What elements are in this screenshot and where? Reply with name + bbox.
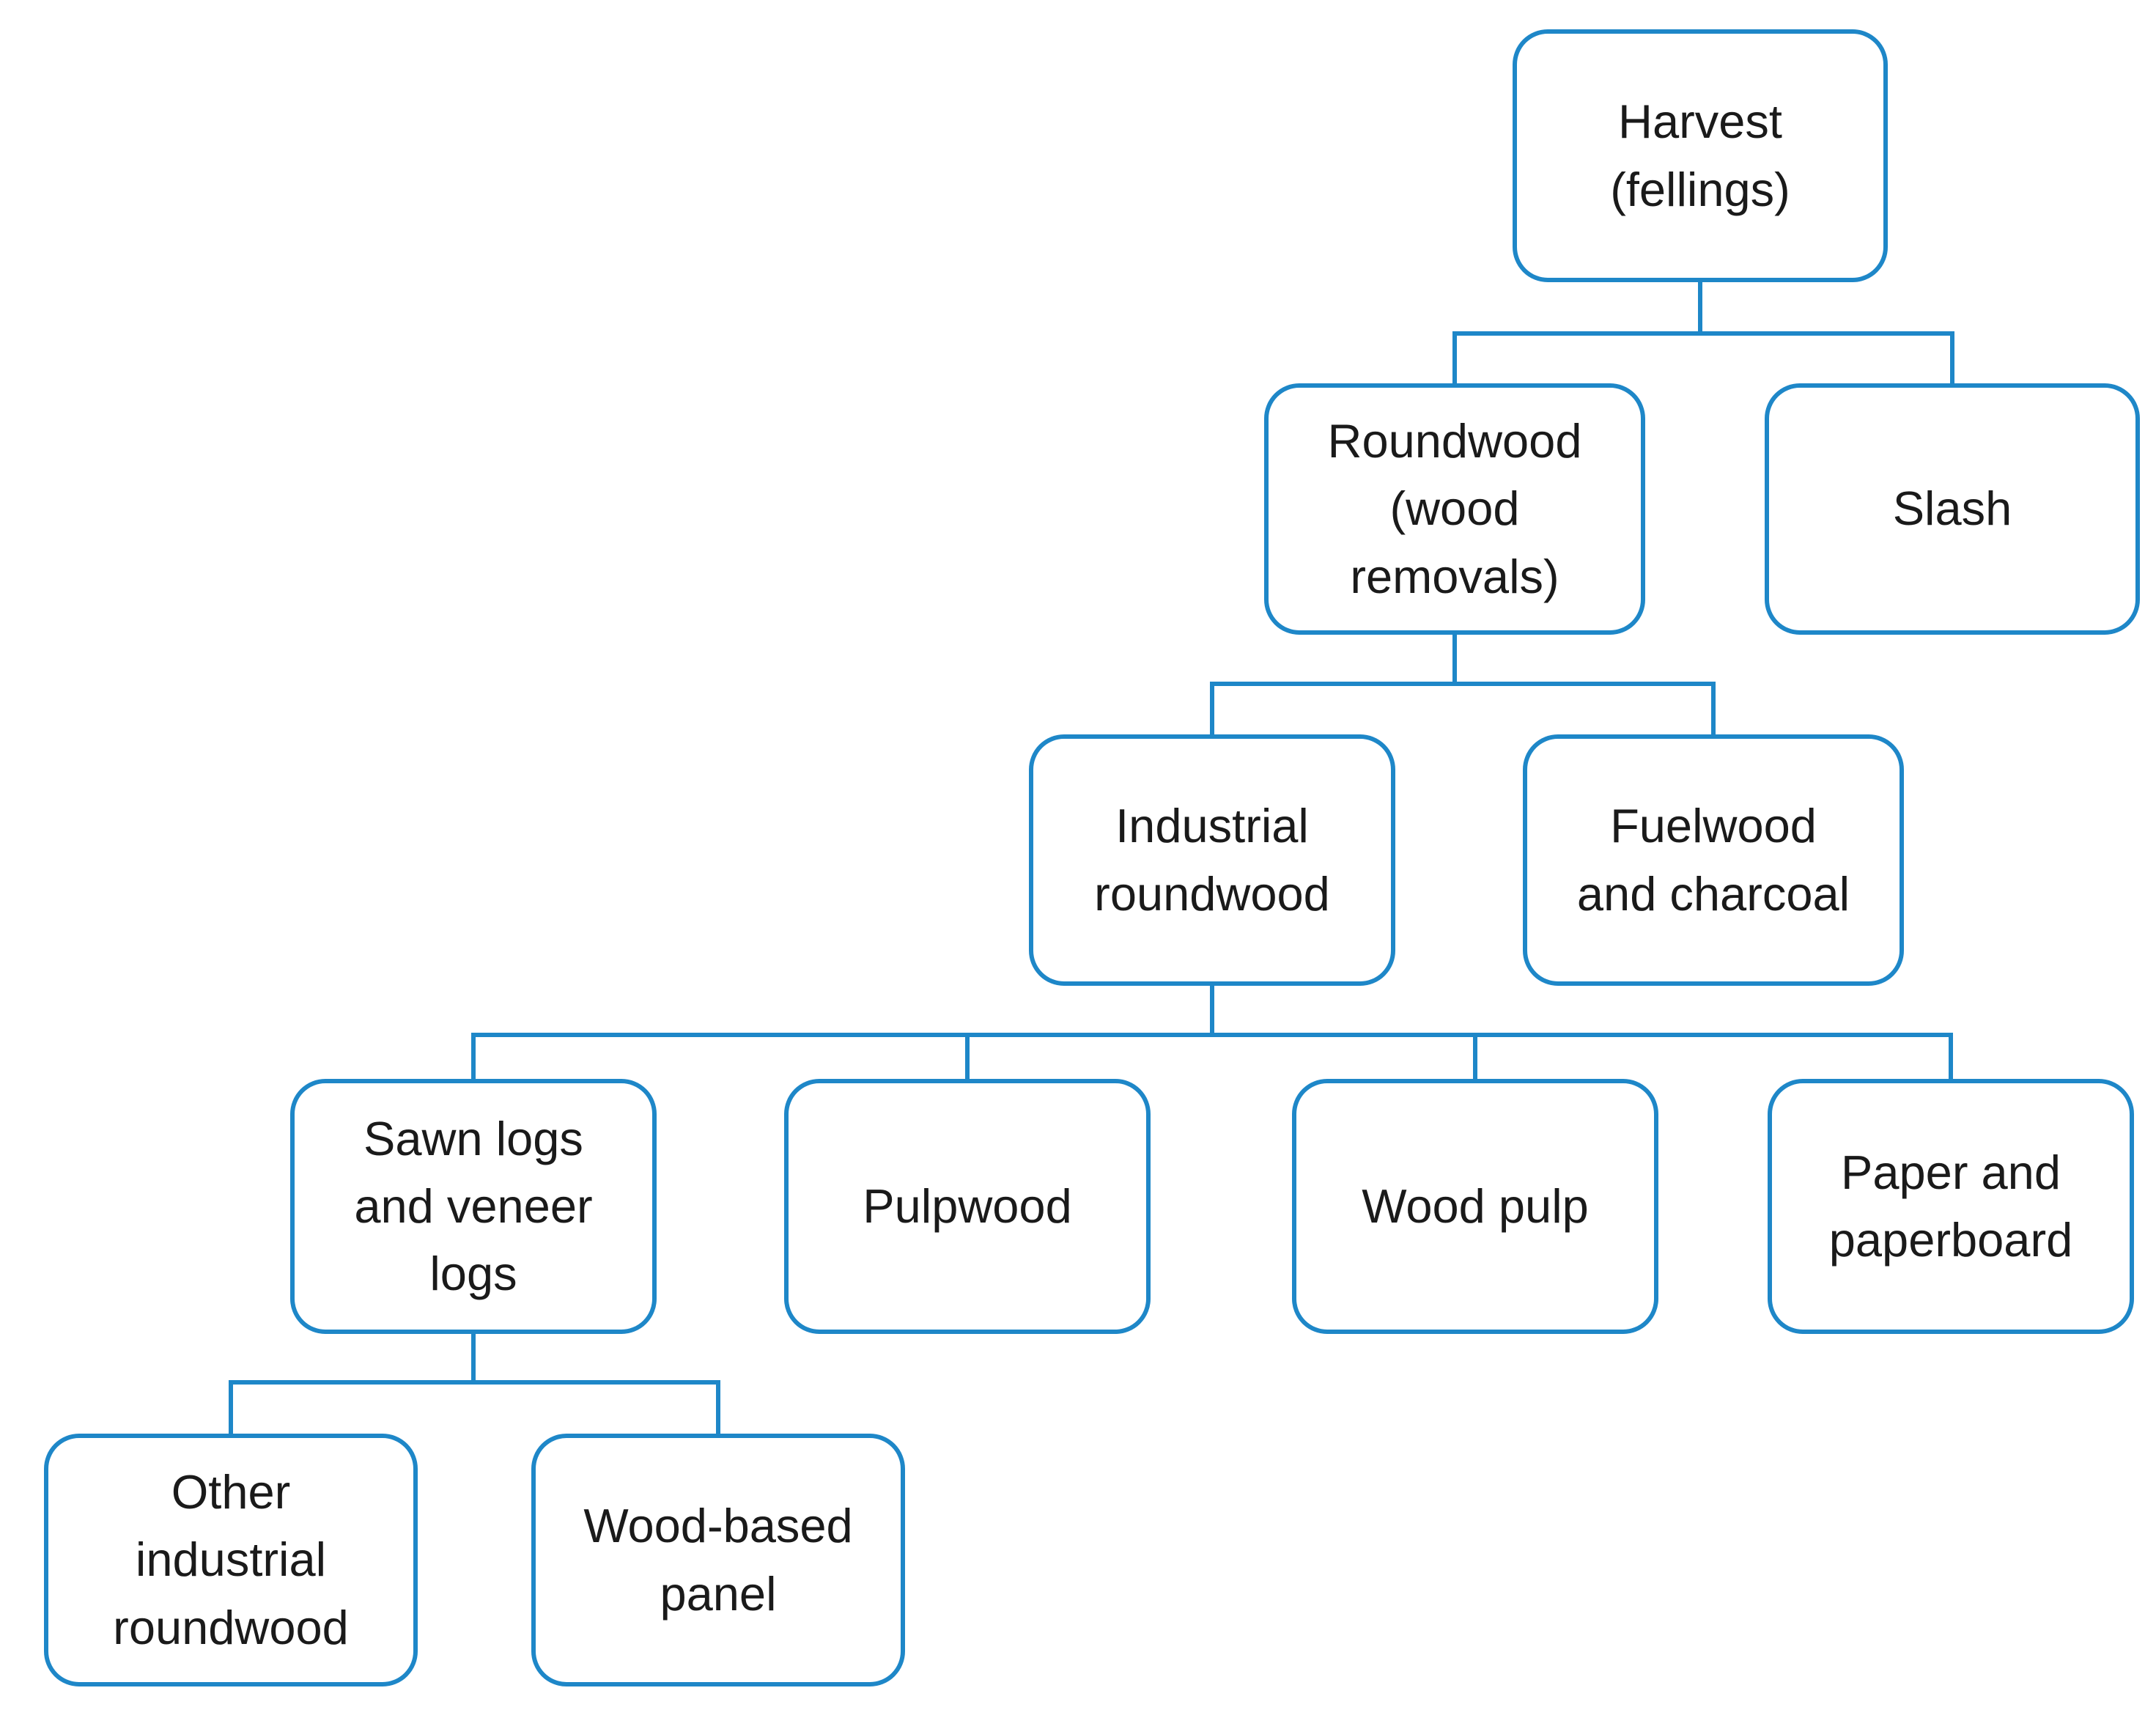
node-fuelwood-charcoal-label: Fuelwood and charcoal xyxy=(1576,799,1850,921)
node-slash-label: Slash xyxy=(1892,482,2012,536)
node-roundwood: Roundwood (wood removals) xyxy=(1264,383,1645,635)
node-fuelwood-charcoal: Fuelwood and charcoal xyxy=(1523,734,1904,986)
node-harvest-label: Harvest (fellings) xyxy=(1610,95,1790,216)
node-paper-paperboard-label: Paper and paperboard xyxy=(1828,1145,2073,1267)
edge-industrial-children xyxy=(471,1033,1953,1079)
node-pulpwood-label: Pulpwood xyxy=(863,1179,1072,1233)
node-industrial-roundwood-label: Industrial roundwood xyxy=(1094,799,1330,921)
node-pulpwood: Pulpwood xyxy=(784,1079,1151,1334)
node-wood-based-panel: Wood-based panel xyxy=(531,1434,905,1686)
node-wood-pulp: Wood pulp xyxy=(1292,1079,1658,1334)
node-harvest: Harvest (fellings) xyxy=(1513,29,1888,282)
node-wood-pulp-label: Wood pulp xyxy=(1362,1179,1589,1233)
node-other-industrial-roundwood: Other industrial roundwood xyxy=(44,1434,418,1686)
node-wood-based-panel-label: Wood-based panel xyxy=(583,1499,853,1621)
edge-roundwood-children xyxy=(1210,682,1716,734)
node-sawn-veneer-logs-label: Sawn logs and veneer logs xyxy=(354,1111,593,1301)
node-other-industrial-roundwood-label: Other industrial roundwood xyxy=(113,1465,349,1654)
node-paper-paperboard: Paper and paperboard xyxy=(1768,1079,2134,1334)
node-sawn-veneer-logs: Sawn logs and veneer logs xyxy=(290,1079,657,1334)
node-industrial-roundwood: Industrial roundwood xyxy=(1029,734,1395,986)
node-slash: Slash xyxy=(1765,383,2140,635)
edge-harvest-children xyxy=(1452,331,1954,383)
edge-sawnlogs-children xyxy=(229,1380,720,1434)
node-roundwood-label: Roundwood (wood removals) xyxy=(1327,414,1582,603)
